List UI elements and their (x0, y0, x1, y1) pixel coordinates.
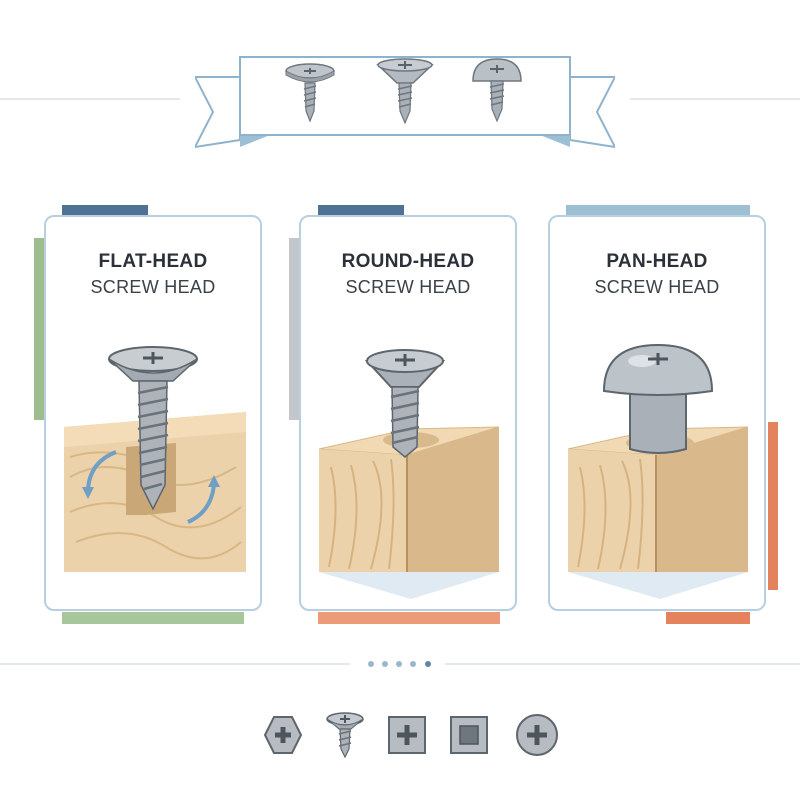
card-1-top-accent (62, 205, 148, 215)
card-3-right-accent (768, 422, 778, 590)
card-title: FLAT-HEAD (98, 251, 208, 272)
card-title: ROUND-HEAD (341, 251, 475, 272)
card-flat-head[interactable]: FLAT-HEAD SCREW HEAD (44, 215, 262, 611)
card-subtitle: SCREW HEAD (594, 277, 720, 297)
flat-head-screw-in-wood-icon (64, 346, 246, 572)
pagination-dot-4[interactable] (410, 661, 416, 667)
screw-types-banner (195, 56, 615, 149)
pagination-dot-3[interactable] (396, 661, 402, 667)
flat-head-screw-icon (285, 63, 335, 123)
round-head-screw-in-wood-icon (318, 349, 500, 599)
card-pan-head[interactable]: PAN-HEAD SCREW HEAD (548, 215, 766, 611)
card-1-left-accent (34, 238, 44, 420)
pan-head-screw-in-wood-icon (567, 343, 749, 599)
card-3-top-accent (566, 205, 750, 215)
card-subtitle: SCREW HEAD (345, 277, 471, 297)
screw-phillips-icon[interactable] (315, 705, 375, 765)
pan-head-screw-icon (472, 58, 522, 123)
round-phillips-drive-icon[interactable] (507, 705, 567, 765)
card-3-bottom-accent (666, 612, 750, 624)
card-round-head[interactable]: ROUND-HEAD SCREW HEAD (299, 215, 517, 611)
round-head-screw-icon (376, 58, 434, 125)
card-2-bottom-accent (318, 612, 500, 624)
pagination-dot-1[interactable] (368, 661, 374, 667)
card-2-top-accent (318, 205, 404, 215)
bottom-left-rule (0, 663, 350, 665)
square-drive-icon[interactable] (439, 705, 499, 765)
card-1-bottom-accent (62, 612, 244, 624)
pagination-dot-2[interactable] (382, 661, 388, 667)
top-right-rule (630, 98, 800, 100)
pagination-dot-5[interactable] (425, 661, 431, 667)
card-subtitle: SCREW HEAD (90, 277, 216, 297)
card-title: PAN-HEAD (606, 251, 708, 272)
top-left-rule (0, 98, 180, 100)
bottom-right-rule (445, 663, 800, 665)
hex-phillips-drive-icon[interactable] (253, 705, 313, 765)
square-phillips-drive-icon[interactable] (377, 705, 437, 765)
card-2-left-accent (289, 238, 299, 420)
